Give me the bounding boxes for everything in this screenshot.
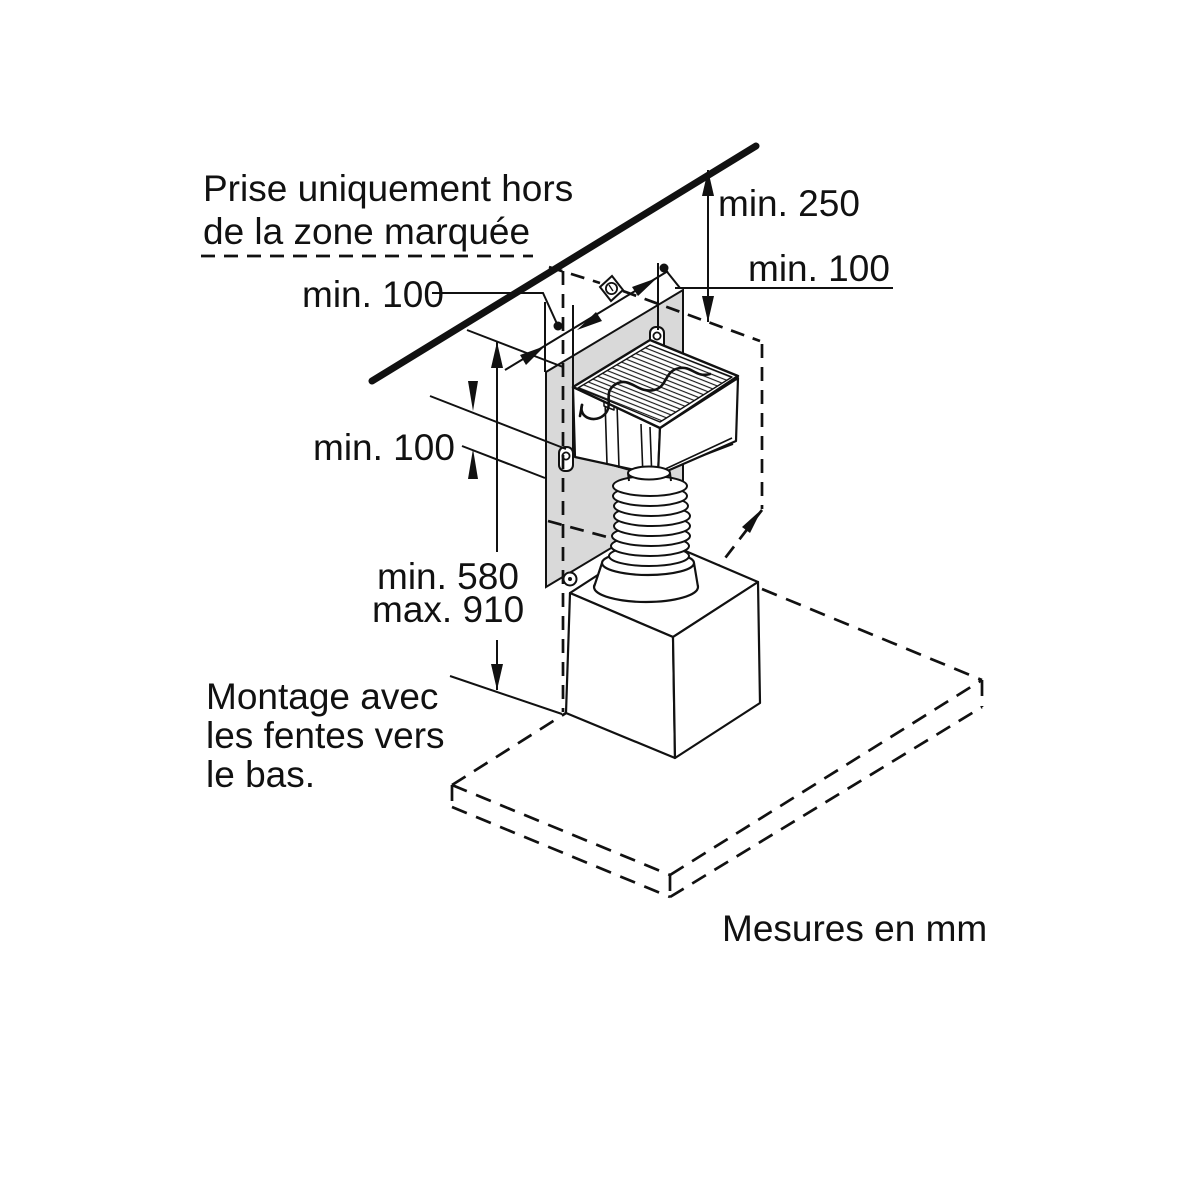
arrow-min250-down	[702, 296, 714, 322]
labels: Prise uniquement hors de la zone marquée…	[203, 168, 987, 949]
dim-label-height-min: min. 580	[377, 556, 519, 597]
ceiling-line	[368, 142, 760, 385]
mounting-note-line2: les fentes vers	[206, 715, 445, 756]
leader-dot-right	[659, 263, 669, 273]
arrow-gap-down	[468, 381, 478, 411]
socket-note-line1: Prise uniquement hors	[203, 168, 573, 209]
arrow-gap-up	[468, 449, 478, 479]
hanger-bracket-lower-left	[562, 571, 578, 587]
power-outlet-icon	[598, 274, 625, 303]
dim-label-min100-right: min. 100	[748, 248, 890, 289]
zone-corner-arrowhead	[742, 509, 762, 533]
dim-label-height-max: max. 910	[372, 589, 524, 630]
arrow-wall-sw-1	[577, 312, 602, 330]
ext-line-hood-top	[461, 445, 546, 479]
power-cord	[580, 366, 712, 421]
dim-label-min100-left: min. 100	[302, 274, 444, 315]
box-right-face	[671, 580, 762, 760]
duct-collar	[627, 465, 671, 481]
arrow-wall-ne-2	[632, 278, 657, 296]
dim-label-min250: min. 250	[718, 183, 860, 224]
mounting-note-line1: Montage avec	[206, 676, 438, 717]
grille-top	[571, 338, 740, 430]
arrow-wall-ne-1	[520, 346, 545, 365]
leader-dot-left	[553, 321, 563, 331]
mounting-note-line3: le bas.	[206, 754, 315, 795]
ext-line-hanger-level	[429, 395, 567, 450]
arrow-height-up	[491, 342, 503, 368]
leader-min100-left	[432, 292, 559, 327]
units-label: Mesures en mm	[722, 908, 987, 949]
hanger-bracket-left	[558, 446, 574, 472]
zone-top-dash-right	[622, 289, 761, 343]
flexible-duct	[608, 465, 691, 567]
arrow-height-down	[491, 664, 503, 690]
countertop-dashed	[450, 587, 984, 899]
arrow-min250-up	[702, 170, 714, 196]
socket-note-line2: de la zone marquée	[203, 211, 530, 252]
leader-mounting-note	[449, 675, 563, 715]
dimension-arrowheads	[468, 170, 714, 690]
dim-label-min100-zone: min. 100	[313, 427, 455, 468]
ext-line-zone-bottom	[466, 329, 564, 368]
